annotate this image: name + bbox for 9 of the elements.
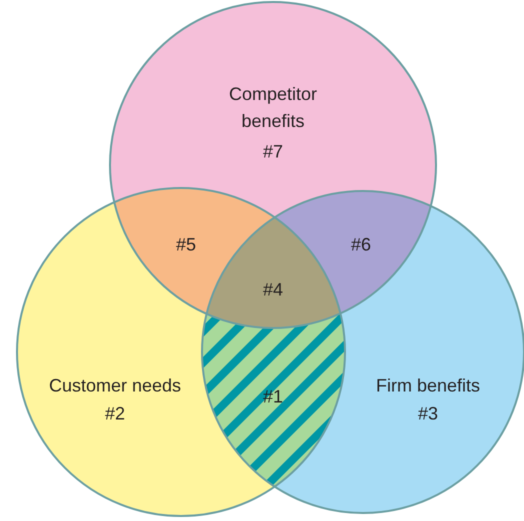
circle-label: Firm benefits (376, 374, 480, 398)
region-number: #4 (262, 278, 284, 302)
region-number: #7 (262, 140, 284, 164)
circle-label: Customer needs (48, 374, 182, 398)
region-number: #3 (418, 402, 438, 426)
region-number: #2 (104, 402, 126, 426)
region-number: #5 (176, 234, 196, 256)
region-number: #6 (350, 234, 372, 256)
circle-label: Competitor benefits (228, 83, 318, 133)
